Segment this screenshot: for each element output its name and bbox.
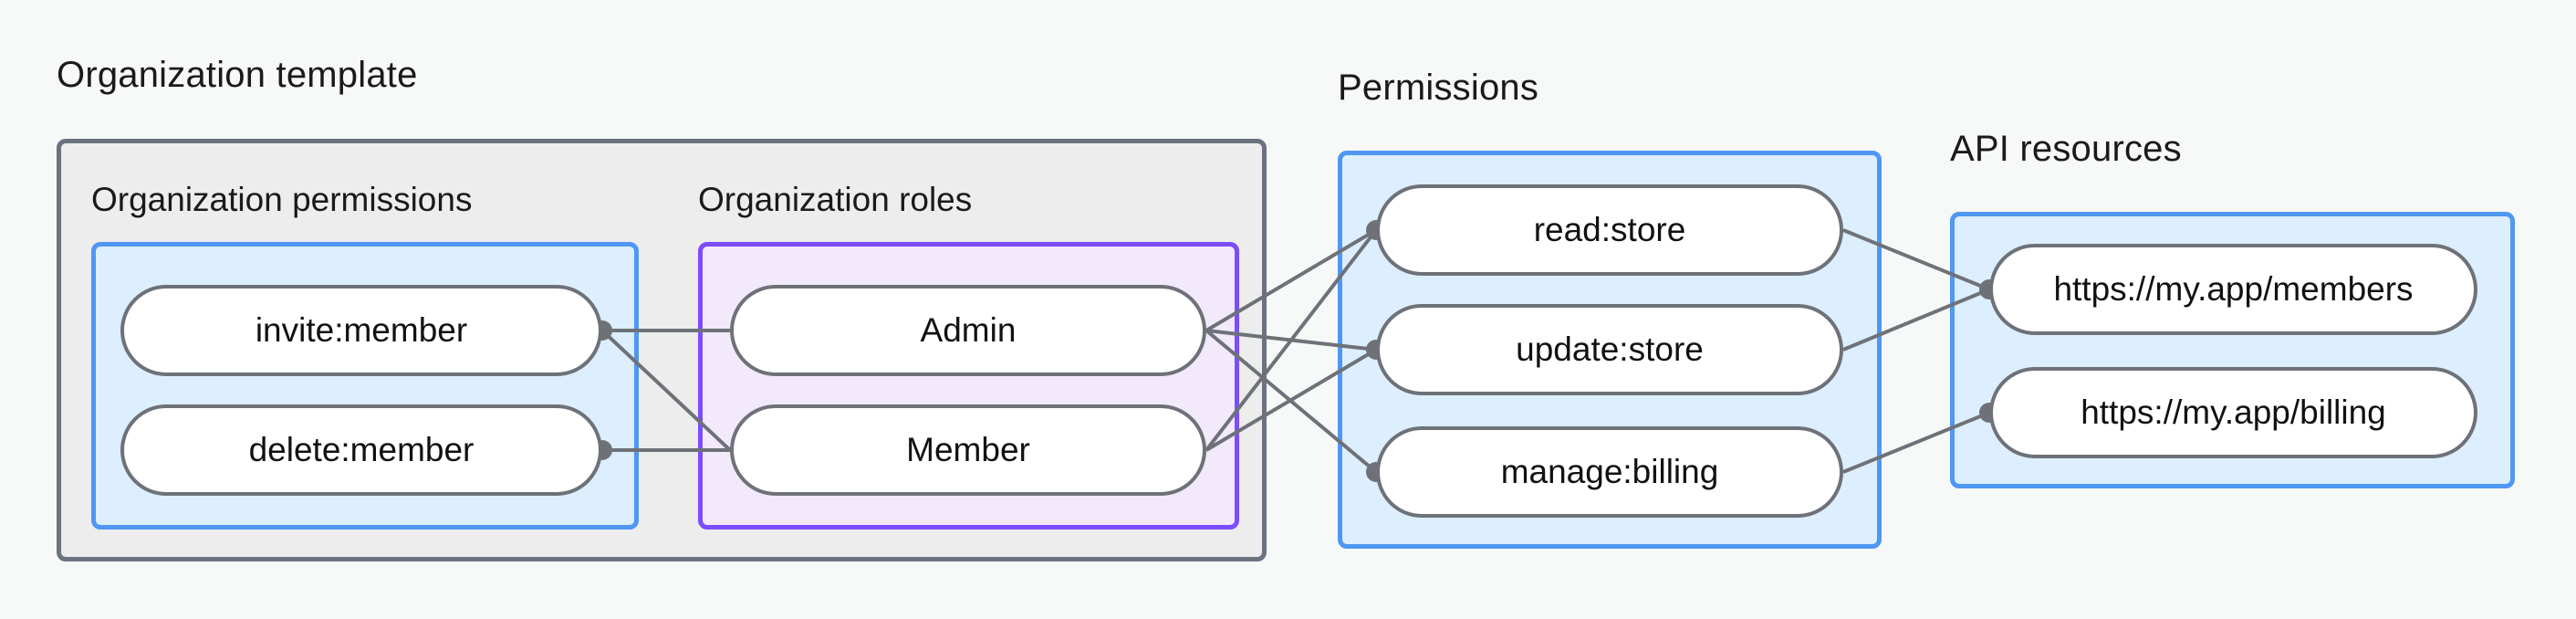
node-read-store[interactable]: read:store <box>1376 184 1843 276</box>
organization-roles-title: Organization roles <box>698 181 973 218</box>
permissions-title: Permissions <box>1338 68 1539 108</box>
api-resources-title: API resources <box>1950 129 2182 169</box>
organization-template-title: Organization template <box>57 55 418 95</box>
node-admin[interactable]: Admin <box>730 285 1206 376</box>
node-invite-member[interactable]: invite:member <box>120 285 602 376</box>
node-delete-member[interactable]: delete:member <box>120 404 602 496</box>
node-update-store[interactable]: update:store <box>1376 304 1843 395</box>
organization-permissions-title: Organization permissions <box>91 181 473 218</box>
node-members-resource[interactable]: https://my.app/members <box>1989 244 2477 335</box>
node-billing-resource[interactable]: https://my.app/billing <box>1989 367 2477 458</box>
node-manage-billing[interactable]: manage:billing <box>1376 426 1843 518</box>
node-member[interactable]: Member <box>730 404 1206 496</box>
